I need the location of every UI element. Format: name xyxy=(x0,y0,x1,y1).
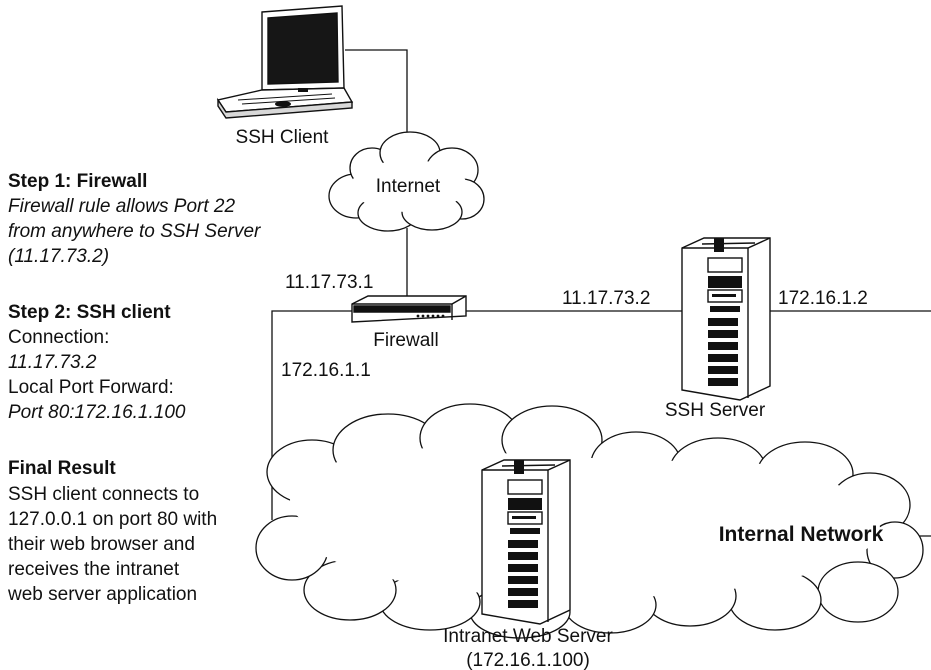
link-client-internet xyxy=(345,49,408,160)
web-server-label: Intranet Web Server xyxy=(443,626,613,647)
internal-network-label: Internal Network xyxy=(719,523,884,546)
result-line: web server application xyxy=(7,584,197,605)
firewall-label: Firewall xyxy=(373,330,438,351)
result-line: receives the intranet xyxy=(8,559,180,580)
step1-line: from anywhere to SSH Server xyxy=(8,221,261,242)
ssh-client-label: SSH Client xyxy=(236,127,330,148)
step2-line: Local Port Forward: xyxy=(8,377,174,398)
web-server-icon xyxy=(481,459,571,625)
laptop-icon xyxy=(216,5,354,119)
ssh-server-icon xyxy=(681,237,771,401)
internet-cloud xyxy=(328,131,485,232)
step1-title: Step 1: Firewall xyxy=(8,171,147,192)
firewall-icon xyxy=(351,295,467,323)
web-server-ip-label: (172.16.1.100) xyxy=(466,650,590,670)
step2-title: Step 2: SSH client xyxy=(8,302,171,323)
internal-network-cloud xyxy=(255,403,924,639)
internet-label: Internet xyxy=(376,176,441,197)
firewall-outside-ip: 11.17.73.1 xyxy=(285,272,373,293)
result-line: SSH client connects to xyxy=(8,484,199,505)
step2-line: Connection: xyxy=(8,327,109,348)
server-inside-ip: 172.16.1.2 xyxy=(778,288,868,309)
server-outside-ip: 11.17.73.2 xyxy=(562,288,650,309)
steps-panel: Step 1: Firewall Firewall rule allows Po… xyxy=(7,171,261,605)
result-line: 127.0.0.1 on port 80 with xyxy=(8,509,217,530)
ssh-server-label: SSH Server xyxy=(665,400,766,421)
step2-line: Port 80:172.16.1.100 xyxy=(8,402,186,423)
result-title: Final Result xyxy=(8,458,116,479)
step2-line: 11.17.73.2 xyxy=(8,352,97,373)
firewall-inside-ip: 172.16.1.1 xyxy=(281,360,371,381)
link-firewall-internal xyxy=(271,310,352,520)
result-line: their web browser and xyxy=(8,534,195,555)
step1-line: (11.17.73.2) xyxy=(8,246,109,267)
step1-line: Firewall rule allows Port 22 xyxy=(8,196,235,217)
